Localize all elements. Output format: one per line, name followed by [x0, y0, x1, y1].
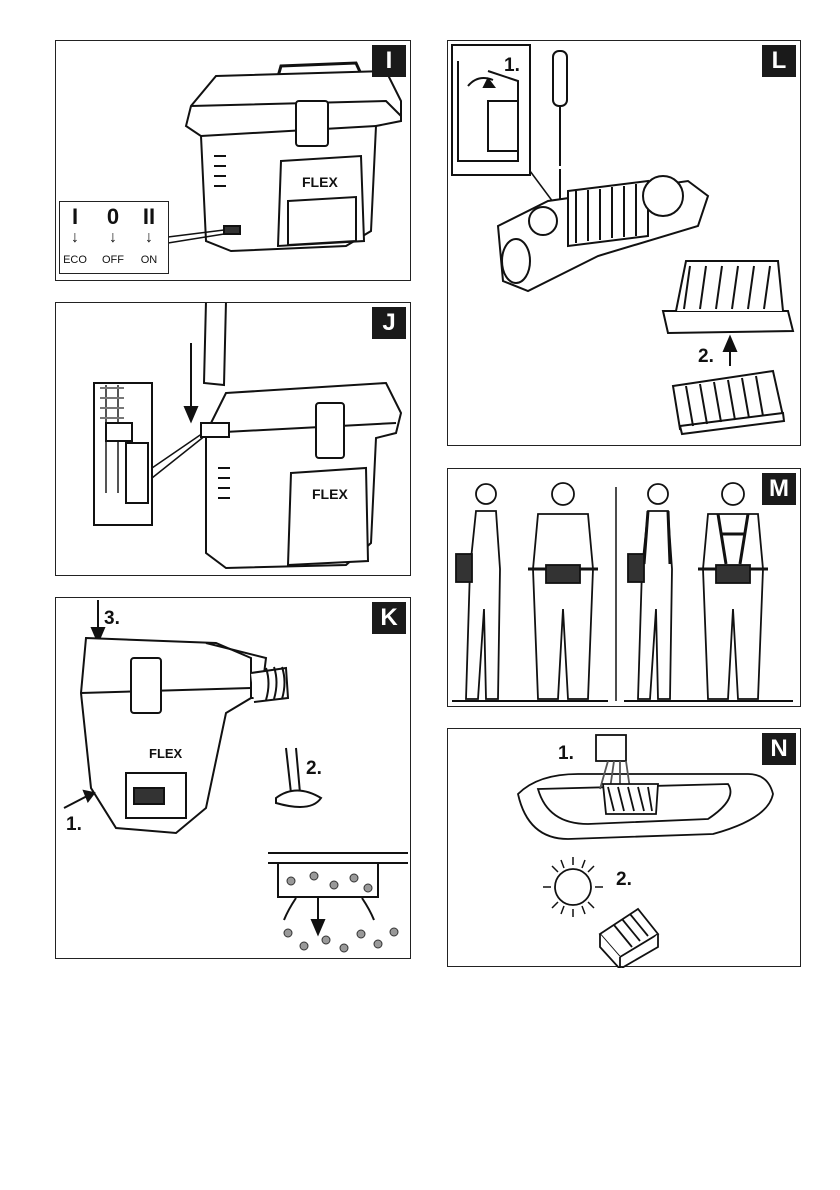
panel-badge-n: N [762, 733, 796, 765]
switch-label-off: OFF [96, 254, 130, 266]
filter-empty-illustration: FLEX [56, 598, 412, 960]
arrow-down-icon: ↓ [60, 230, 90, 246]
panel-m: M [447, 468, 801, 707]
switch-legend: I 0 II ↓ ↓ ↓ ECO OFF ON [59, 201, 169, 274]
filter-wash-dry-illustration [448, 729, 802, 968]
switch-symbol-eco: I [60, 204, 90, 230]
flex-logo: FLEX [302, 174, 338, 190]
panel-j: FLEX J [55, 302, 411, 576]
step-label-1: 1. [504, 55, 520, 77]
panel-badge-i: I [372, 45, 406, 77]
filter-remove-illustration [448, 41, 802, 447]
panel-l: L 1. 2. [447, 40, 801, 446]
panel-badge-l: L [762, 45, 796, 77]
flex-logo: FLEX [312, 486, 348, 502]
step-label-2: 2. [306, 758, 322, 780]
panel-badge-k: K [372, 602, 406, 634]
panel-n: N 1. 2. [447, 728, 801, 967]
step-label-3: 3. [104, 608, 120, 630]
switch-symbol-off: 0 [98, 204, 128, 230]
step-label-2: 2. [616, 869, 632, 891]
arrow-down-icon: ↓ [98, 230, 128, 246]
hose-attach-illustration: FLEX [56, 303, 412, 577]
step-label-1: 1. [66, 814, 82, 836]
panel-badge-j: J [372, 307, 406, 339]
switch-symbol-on: II [134, 204, 164, 230]
carrying-belt-illustration [448, 469, 802, 708]
panel-i: FLEX I I 0 II ↓ ↓ ↓ ECO OFF ON [55, 40, 411, 281]
switch-label-on: ON [132, 254, 166, 266]
panel-k: FLEX K 1. 2. 3. [55, 597, 411, 959]
panel-badge-m: M [762, 473, 796, 505]
flex-logo: FLEX [149, 746, 183, 761]
arrow-down-icon: ↓ [134, 230, 164, 246]
switch-label-eco: ECO [58, 254, 92, 266]
step-label-1: 1. [558, 743, 574, 765]
step-label-2: 2. [698, 346, 714, 368]
